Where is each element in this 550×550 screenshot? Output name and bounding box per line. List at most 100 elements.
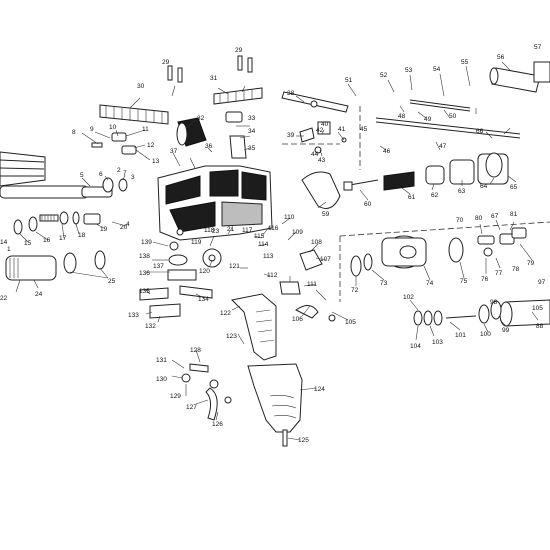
top-rail-31 (213, 87, 263, 105)
tube-part-57 (533, 61, 550, 83)
label-109: 109 (292, 229, 303, 236)
label-80: 80 (475, 215, 483, 222)
label-29a: 29 (162, 59, 170, 66)
label-81: 81 (510, 211, 518, 218)
label-55: 55 (461, 59, 469, 66)
label-105b: 105 (532, 305, 543, 312)
trigger-frame-122 (230, 293, 277, 361)
tube-part-56 (489, 67, 541, 93)
label-63: 63 (458, 188, 466, 195)
label-62: 62 (431, 192, 439, 199)
spring-part-17 (39, 214, 59, 222)
label-123: 123 (226, 333, 237, 340)
label-127: 127 (186, 404, 197, 411)
label-132: 132 (145, 323, 156, 330)
label-35: 35 (248, 145, 256, 152)
label-34: 34 (248, 128, 256, 135)
rod-part-60 (343, 179, 379, 191)
receiver-body (157, 165, 273, 241)
label-17: 17 (59, 235, 67, 242)
label-65: 65 (510, 184, 518, 191)
label-133: 133 (128, 312, 139, 319)
label-114: 114 (258, 241, 269, 248)
label-42: 42 (316, 127, 324, 134)
label-120: 120 (199, 268, 210, 275)
label-29b: 29 (235, 47, 243, 54)
label-113: 113 (263, 253, 274, 260)
label-7: 7 (123, 170, 127, 177)
small-parts-39-45 (299, 121, 347, 154)
label-8: 8 (72, 129, 76, 136)
pin-parts-129-131 (181, 363, 232, 404)
label-102: 102 (403, 294, 414, 301)
bolt-handle-59 (301, 171, 341, 209)
label-53: 53 (405, 67, 413, 74)
label-12: 12 (147, 142, 155, 149)
muzzle-part-24 (5, 250, 106, 281)
latch-part-35 (225, 111, 247, 159)
label-105a: 105 (345, 319, 356, 326)
label-119: 119 (191, 239, 202, 246)
label-60: 60 (364, 201, 372, 208)
label-116: 116 (268, 225, 279, 232)
grip-124 (247, 363, 303, 433)
label-33: 33 (248, 115, 256, 122)
label-76: 76 (481, 276, 489, 283)
label-77: 77 (495, 270, 503, 277)
label-19: 19 (100, 226, 108, 233)
clips-106-113 (279, 249, 336, 322)
part-number-labels: 1 2 3 4 5 6 7 8 9 10 11 12 13 14 15 16 1… (0, 44, 546, 444)
label-135: 135 (139, 288, 150, 295)
cylinder-part-88 (499, 299, 550, 327)
label-115: 115 (254, 233, 265, 240)
label-137: 137 (153, 263, 164, 270)
label-6: 6 (99, 171, 103, 178)
label-74: 74 (426, 280, 434, 287)
label-78: 78 (512, 266, 520, 273)
cylinder-part-32 (176, 117, 207, 147)
spring-part-61 (383, 171, 415, 191)
label-56: 56 (497, 54, 505, 61)
small-parts-76-81 (477, 227, 527, 257)
label-134: 134 (198, 296, 209, 303)
label-67: 67 (491, 213, 499, 220)
label-138: 138 (139, 253, 150, 260)
label-4: 4 (126, 221, 130, 228)
top-rail-30 (99, 104, 169, 125)
label-97: 97 (538, 279, 546, 286)
label-73: 73 (380, 280, 388, 287)
label-54: 54 (433, 66, 441, 73)
label-108: 108 (311, 239, 322, 246)
label-130: 130 (156, 376, 167, 383)
small-parts-10-13 (91, 132, 137, 155)
label-88: 88 (536, 323, 544, 330)
label-30: 30 (137, 83, 145, 90)
label-128: 128 (190, 347, 201, 354)
front-shroud-part (0, 151, 46, 187)
label-24: 24 (35, 291, 43, 298)
trigger-127 (205, 379, 219, 421)
label-59: 59 (322, 211, 330, 218)
seal-parts-99-104 (413, 300, 502, 326)
label-31: 31 (210, 75, 218, 82)
label-43: 43 (318, 157, 326, 164)
label-25: 25 (108, 278, 116, 285)
washers-72-73 (350, 237, 464, 277)
label-5: 5 (80, 172, 84, 179)
front-o-rings (13, 177, 128, 235)
label-126: 126 (212, 421, 223, 428)
label-18: 18 (78, 232, 86, 239)
label-57: 57 (534, 44, 542, 51)
label-136: 136 (139, 270, 150, 277)
label-72: 72 (351, 287, 359, 294)
label-23: 23 (212, 228, 220, 235)
label-103: 103 (432, 339, 443, 346)
label-79: 79 (527, 260, 535, 267)
label-10: 10 (109, 124, 117, 131)
label-52: 52 (380, 72, 388, 79)
dashed-guides (282, 106, 550, 302)
label-104: 104 (410, 343, 421, 350)
label-9: 9 (90, 126, 94, 133)
label-41: 41 (338, 126, 346, 133)
